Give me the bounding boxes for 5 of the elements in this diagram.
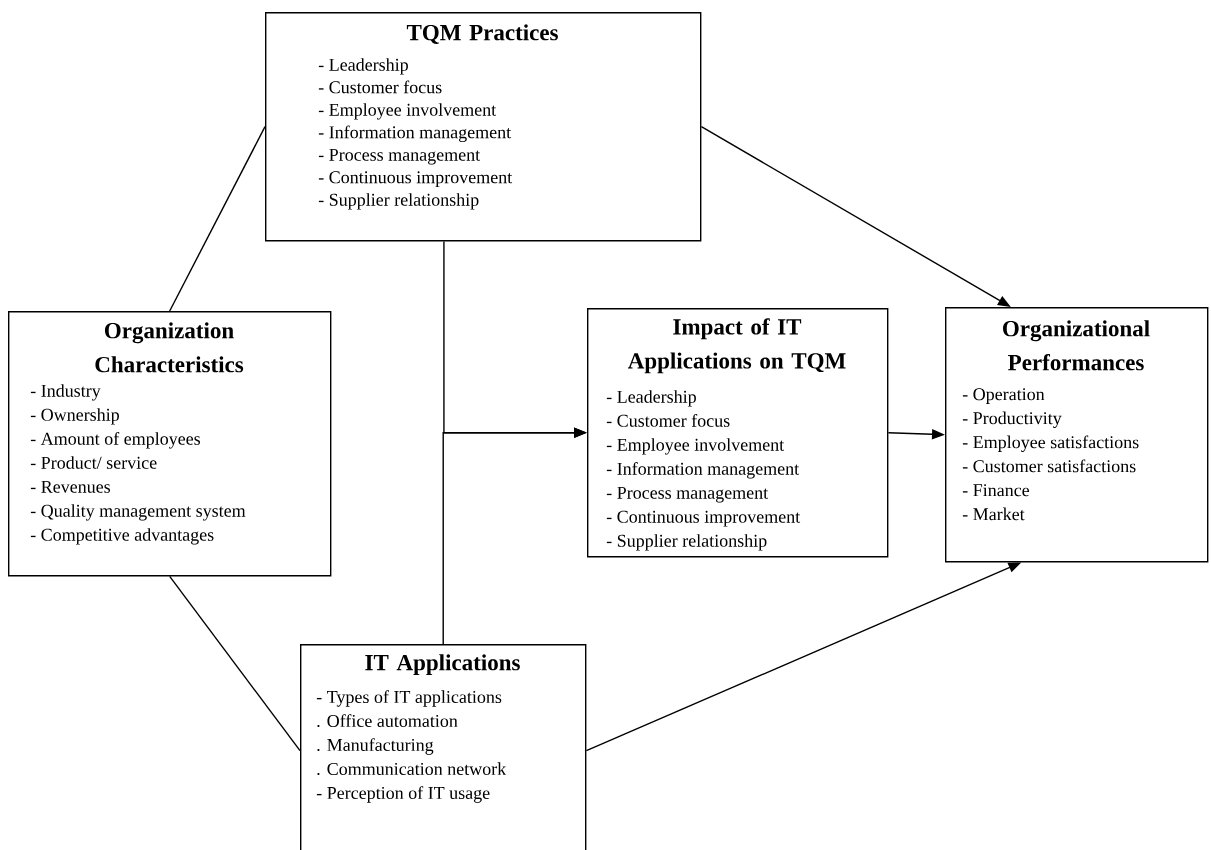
performance-box: Organizational Performances - Operation - Productivity - Employee satisfactions - Customer satisfactions - Finance - Market [945,307,1209,563]
practices-box: TQM Practices - Leadership - Customer focus - Employee involvement - Information management - Process management - Continuous improvement - Supplier relationship [265,12,702,242]
applications-box: IT Applications - Types of IT applications . Office automation . Manufacturing . Communication network - Perception of IT usage [300,644,587,850]
characteristics-box: Organization Characteristics - Industry - Ownership - Amount of employees - Product/ service - Revenues - Quality management system - Competitive advantages [8,311,332,577]
impact-box: Impact of IT Applications on TQM - Leadership - Customer focus - Employee involvement - Information management - Process management - Continuous improvement - Supplier relationship [587,308,889,558]
